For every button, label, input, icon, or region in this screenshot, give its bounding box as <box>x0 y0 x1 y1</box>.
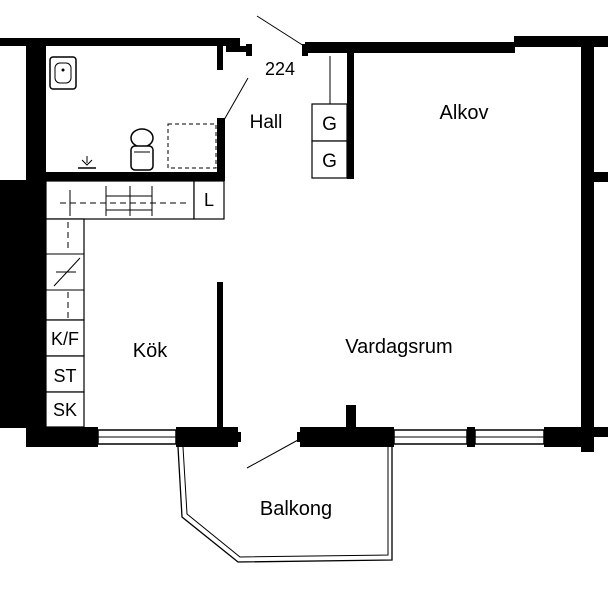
stove <box>45 355 85 393</box>
dishwasher-label: SK <box>53 400 77 420</box>
linen-cabinet <box>193 180 225 220</box>
wall-bottom-mid-left <box>176 427 238 447</box>
wall-closet <box>347 53 354 179</box>
room-label-vardagsrum: Vardagsrum <box>345 336 452 358</box>
wall-bottom-left <box>26 427 98 447</box>
kitchen-counter-left <box>45 218 85 321</box>
stove-label: ST <box>53 366 76 386</box>
closet-1 <box>311 103 348 142</box>
wall-kitchen-partition <box>217 282 223 428</box>
sink-icon <box>49 56 77 90</box>
kitchen: L K/F ST SK <box>45 180 225 428</box>
windows <box>97 429 545 445</box>
fridge-freezer <box>45 319 85 357</box>
kitchen-counter-top <box>45 180 195 220</box>
wall-bath-door-jamb <box>217 46 223 70</box>
shower-icon <box>167 123 217 169</box>
closet-2 <box>311 140 348 179</box>
closet-2-label: G <box>322 151 337 172</box>
room-labels: 224 Hall Alkov Kök Vardagsrum Balkong <box>133 59 489 520</box>
entry-door <box>246 15 308 56</box>
wall-top-far-right <box>514 36 608 47</box>
wall-bottom-right <box>544 427 594 447</box>
bathroom-door <box>223 77 249 121</box>
wall-top-left <box>0 38 240 46</box>
room-label-alkov: Alkov <box>440 102 489 124</box>
wall-right <box>581 42 594 452</box>
room-label-kok: Kök <box>133 340 168 362</box>
room-label-hall: Hall <box>250 112 283 133</box>
wall-bottom-mid <box>300 427 394 447</box>
wall-right-stub-bottom <box>594 427 608 437</box>
room-label-balkong: Balkong <box>260 498 332 520</box>
drain-icon <box>78 156 96 169</box>
walls <box>0 36 608 452</box>
fridge-freezer-label: K/F <box>51 329 79 349</box>
apartment-number: 224 <box>265 59 295 79</box>
neighbor-hatching <box>0 189 25 361</box>
wall-post-a <box>467 427 475 447</box>
closet-1-label: G <box>322 114 337 135</box>
closets: G G <box>311 56 348 179</box>
balcony-outline <box>177 446 393 563</box>
wall-pillar <box>346 405 356 429</box>
wall-bath-right <box>217 118 225 180</box>
wall-bath-bottom <box>46 172 225 181</box>
dishwasher <box>45 391 85 428</box>
balcony <box>177 446 393 563</box>
wall-entry-jamb-left <box>226 46 250 52</box>
wall-right-stub-top <box>594 172 608 182</box>
wall-left <box>26 38 46 446</box>
linen-cabinet-label: L <box>204 190 214 210</box>
wall-top-right <box>305 42 515 53</box>
balcony-door <box>246 439 299 469</box>
toilet-icon <box>130 128 154 171</box>
wall-neighbor-left <box>0 180 26 428</box>
bathroom <box>49 56 217 171</box>
